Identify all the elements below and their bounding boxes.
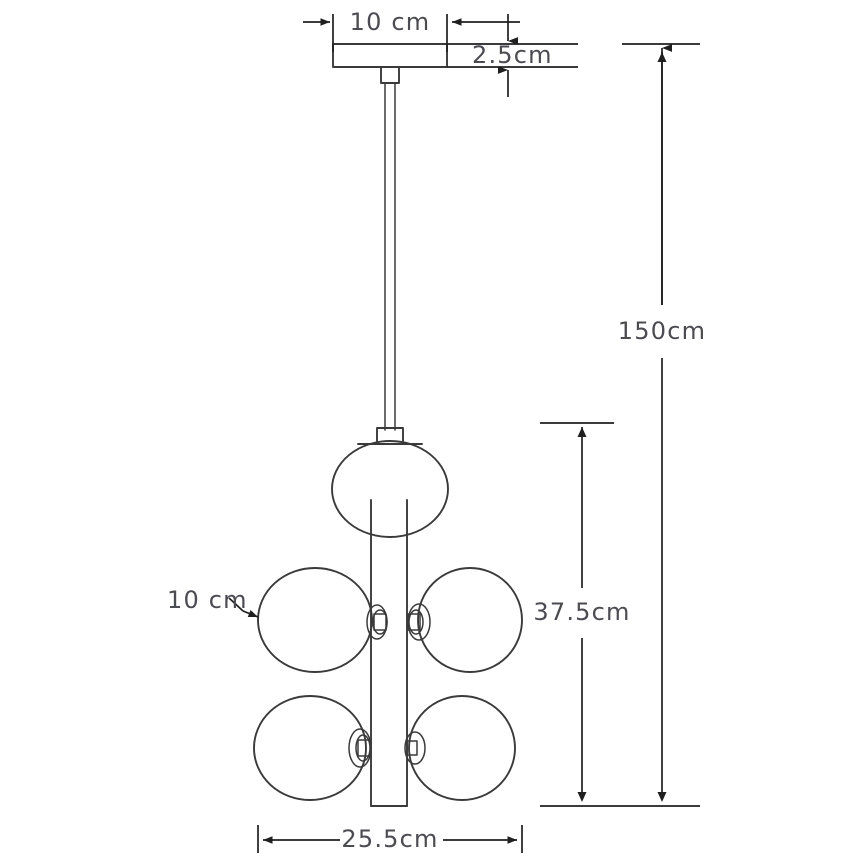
product-geometry xyxy=(253,43,523,807)
globe-middle-left xyxy=(257,567,373,673)
socket-bottom-right xyxy=(404,731,426,765)
dimension-label-fixture-height: 37.5cm xyxy=(533,598,630,626)
dimension-label-canopy-height: 2.5cm xyxy=(472,41,553,69)
canopy-connector xyxy=(380,66,400,84)
dimension-label-globe-diameter: 10 cm xyxy=(167,586,248,614)
ceiling-canopy xyxy=(332,43,448,68)
suspension-rod xyxy=(384,82,396,431)
dimension-overall-width: 25.5cm xyxy=(257,825,523,853)
dimension-canopy-width: 10 cm xyxy=(303,8,520,52)
dimension-label-canopy-width: 10 cm xyxy=(350,8,431,36)
globe-middle-right xyxy=(417,567,523,673)
socket-middle-left xyxy=(366,604,388,640)
dimension-total-drop: 150cm xyxy=(540,43,706,807)
globe-top xyxy=(331,440,449,538)
globe-bottom-right xyxy=(408,695,516,801)
central-column xyxy=(370,499,408,807)
socket-middle-right xyxy=(407,603,431,641)
dimension-globe-diameter: 10 cm xyxy=(167,586,259,618)
globe-bottom-left xyxy=(253,695,367,801)
dimension-label-total-drop: 150cm xyxy=(618,317,706,345)
socket-bottom-left xyxy=(348,728,372,768)
dimension-label-overall-width: 25.5cm xyxy=(341,825,438,853)
dimension-fixture-height: 37.5cm xyxy=(533,422,630,802)
dimension-canopy-height: 2.5cm xyxy=(447,14,578,97)
